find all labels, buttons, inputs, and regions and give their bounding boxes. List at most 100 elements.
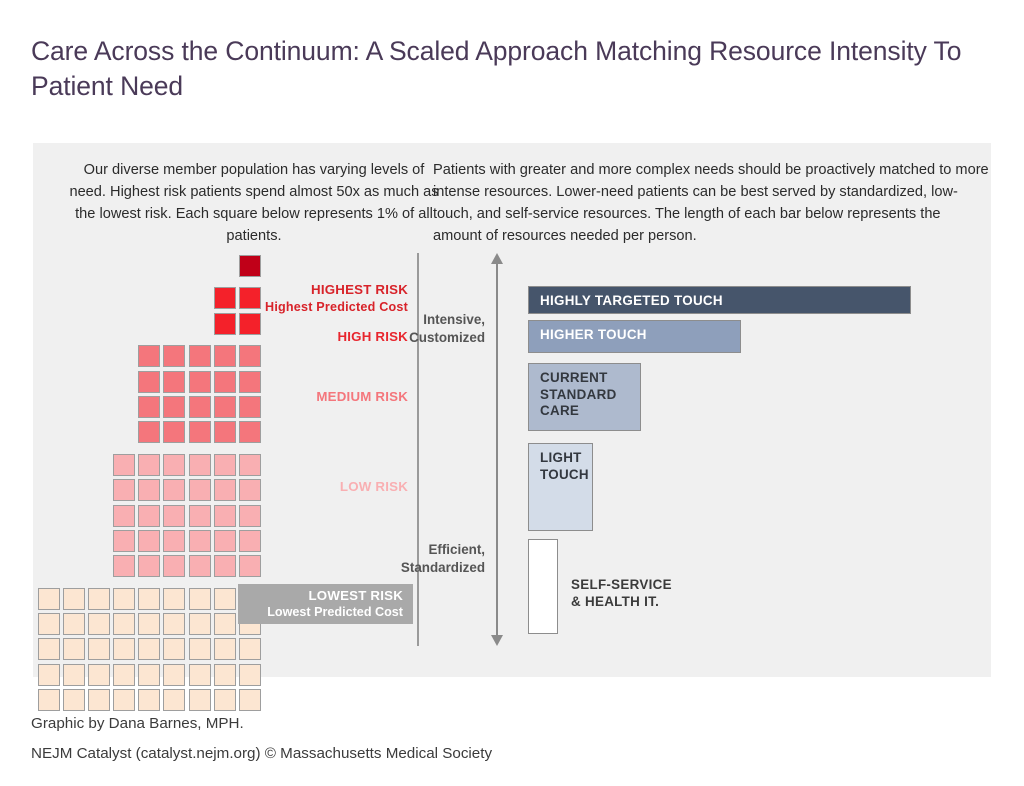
waffle-square-lowest-risk bbox=[213, 689, 236, 712]
waffle-square-lowest-risk bbox=[113, 613, 136, 636]
resource-bar-highly-targeted-touch: HIGHLY TARGETED TOUCH bbox=[528, 286, 911, 314]
waffle-square-lowest-risk bbox=[239, 663, 261, 686]
waffle-square-medium-risk bbox=[163, 370, 186, 393]
arrow-down-icon bbox=[490, 635, 503, 646]
waffle-square-lowest-risk bbox=[87, 587, 110, 610]
waffle-square-lowest-risk bbox=[138, 663, 161, 686]
axis-label-intensive-line1: Intensive, bbox=[423, 312, 485, 327]
waffle-square-medium-risk bbox=[213, 345, 236, 368]
waffle-square-lowest-risk bbox=[138, 587, 161, 610]
risk-label-highest-risk-subtitle: Highest Predicted Cost bbox=[265, 299, 408, 314]
waffle-square-low-risk bbox=[163, 555, 186, 578]
waffle-square-lowest-risk bbox=[188, 663, 211, 686]
waffle-chart bbox=[33, 255, 413, 715]
waffle-square-lowest-risk bbox=[188, 638, 211, 661]
arrow-up-icon bbox=[490, 253, 503, 264]
waffle-square-low-risk bbox=[138, 479, 161, 502]
risk-label-low-risk: LOW RISK bbox=[238, 478, 408, 496]
axis-label-efficient-line2: Standardized bbox=[400, 559, 485, 575]
waffle-square-highest-risk bbox=[239, 255, 261, 277]
waffle-square-lowest-risk bbox=[163, 587, 186, 610]
waffle-row bbox=[33, 453, 413, 479]
waffle-square-low-risk bbox=[113, 529, 136, 552]
waffle-square-low-risk bbox=[188, 453, 211, 476]
axis-line bbox=[496, 263, 498, 636]
waffle-row bbox=[33, 312, 413, 338]
waffle-square-low-risk bbox=[239, 555, 261, 578]
waffle-square-medium-risk bbox=[188, 395, 211, 418]
waffle-square-lowest-risk bbox=[37, 587, 60, 610]
waffle-square-lowest-risk bbox=[62, 613, 85, 636]
waffle-square-lowest-risk bbox=[138, 613, 161, 636]
waffle-square-lowest-risk bbox=[163, 613, 186, 636]
waffle-row bbox=[33, 370, 413, 396]
waffle-row bbox=[33, 421, 413, 446]
waffle-square-low-risk bbox=[138, 504, 161, 527]
waffle-square-medium-risk bbox=[163, 421, 186, 444]
waffle-square-low-risk bbox=[163, 504, 186, 527]
waffle-row bbox=[33, 555, 413, 580]
waffle-row bbox=[33, 479, 413, 504]
waffle-square-lowest-risk bbox=[87, 638, 110, 661]
waffle-square-lowest-risk bbox=[239, 689, 261, 712]
risk-label-medium-risk: MEDIUM RISK bbox=[238, 388, 408, 406]
resource-bar-label-highly-targeted-touch: HIGHLY TARGETED TOUCH bbox=[540, 293, 723, 308]
waffle-square-medium-risk bbox=[138, 370, 161, 393]
waffle-square-lowest-risk bbox=[188, 587, 211, 610]
intro-text-left: Our diverse member population has varyin… bbox=[69, 162, 439, 244]
risk-label-lowest-risk-subtitle: Lowest Predicted Cost bbox=[267, 605, 403, 619]
waffle-square-lowest-risk bbox=[188, 613, 211, 636]
waffle-square-low-risk bbox=[188, 529, 211, 552]
page-title: Care Across the Continuum: A Scaled Appr… bbox=[31, 36, 962, 101]
resource-bar-box-current-standard-care: CURRENT STANDARD CARE bbox=[528, 363, 641, 431]
waffle-square-low-risk bbox=[138, 453, 161, 476]
footer-line-2: NEJM Catalyst (catalyst.nejm.org) © Mass… bbox=[31, 745, 493, 762]
waffle-square-lowest-risk bbox=[113, 638, 136, 661]
waffle-square-lowest-risk bbox=[188, 689, 211, 712]
waffle-square-lowest-risk bbox=[113, 587, 136, 610]
axis-label-efficient-line1: Efficient, bbox=[428, 542, 485, 557]
waffle-square-medium-risk bbox=[188, 421, 211, 444]
waffle-square-low-risk bbox=[239, 479, 261, 502]
resource-bar-box-light-touch: LIGHT TOUCH bbox=[528, 443, 593, 531]
resource-bar-light-touch: LIGHT TOUCH bbox=[528, 443, 593, 531]
waffle-square-high-risk bbox=[239, 312, 261, 335]
waffle-row bbox=[33, 345, 413, 370]
waffle-square-lowest-risk bbox=[62, 587, 85, 610]
waffle-row bbox=[33, 395, 413, 421]
waffle-square-medium-risk bbox=[213, 395, 236, 418]
waffle-square-lowest-risk bbox=[37, 663, 60, 686]
waffle-square-lowest-risk bbox=[163, 663, 186, 686]
waffle-row-gap bbox=[33, 447, 413, 454]
waffle-square-lowest-risk bbox=[87, 613, 110, 636]
waffle-square-medium-risk bbox=[239, 421, 261, 444]
waffle-square-lowest-risk bbox=[138, 638, 161, 661]
waffle-row bbox=[33, 663, 413, 689]
waffle-square-lowest-risk bbox=[163, 689, 186, 712]
waffle-square-low-risk bbox=[213, 555, 236, 578]
risk-label-high-risk-title: HIGH RISK bbox=[337, 329, 408, 344]
footer-credits: Graphic by Dana Barnes, MPH. NEJM Cataly… bbox=[31, 709, 492, 769]
resource-bar-label-higher-touch: HIGHER TOUCH bbox=[540, 327, 647, 342]
waffle-square-low-risk bbox=[163, 479, 186, 502]
waffle-square-medium-risk bbox=[163, 345, 186, 368]
waffle-square-low-risk bbox=[188, 504, 211, 527]
resource-bar-box-highly-targeted-touch: HIGHLY TARGETED TOUCH bbox=[528, 286, 911, 314]
waffle-square-lowest-risk bbox=[87, 663, 110, 686]
resource-bar-self-service-health-it: SELF-SERVICE & HEALTH IT. bbox=[528, 539, 672, 634]
axis-label-intensive: Intensive, Customized bbox=[377, 311, 485, 346]
resource-bar-box-higher-touch: HIGHER TOUCH bbox=[528, 320, 741, 353]
waffle-square-lowest-risk bbox=[37, 613, 60, 636]
waffle-row bbox=[33, 504, 413, 530]
waffle-square-low-risk bbox=[213, 453, 236, 476]
waffle-square-lowest-risk bbox=[62, 663, 85, 686]
waffle-square-low-risk bbox=[138, 529, 161, 552]
waffle-square-medium-risk bbox=[213, 370, 236, 393]
resource-bar-label-self-service-health-it: SELF-SERVICE & HEALTH IT. bbox=[571, 577, 672, 609]
waffle-square-medium-risk bbox=[138, 421, 161, 444]
waffle-square-low-risk bbox=[188, 555, 211, 578]
waffle-square-medium-risk bbox=[188, 345, 211, 368]
waffle-square-low-risk bbox=[239, 453, 261, 476]
